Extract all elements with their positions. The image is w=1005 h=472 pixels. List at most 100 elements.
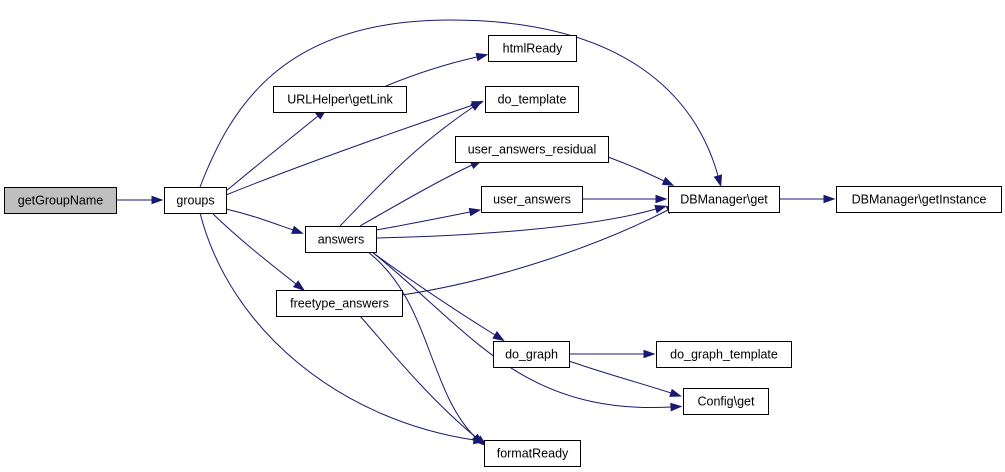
edge-user_answers_residual-to-DBManager_get bbox=[607, 156, 675, 186]
edge-arrowhead bbox=[823, 194, 836, 204]
edge-line bbox=[371, 251, 672, 409]
node-getgroupname[interactable]: getGroupName bbox=[4, 187, 117, 214]
edge-arrowhead bbox=[470, 100, 483, 111]
node-do-graph-template[interactable]: do_graph_template bbox=[656, 341, 792, 368]
edges-layer bbox=[116, 19, 836, 447]
edge-line bbox=[359, 164, 473, 227]
node-do-template[interactable]: do_template bbox=[485, 86, 579, 113]
node-box[interactable] bbox=[836, 186, 1002, 213]
edge-arrowhead bbox=[643, 349, 656, 359]
edge-line bbox=[199, 19, 719, 188]
edge-line bbox=[371, 251, 496, 336]
edge-do_graph-to-Config_get bbox=[568, 360, 682, 397]
edge-answers-to-user_answers bbox=[375, 207, 482, 231]
node-box[interactable] bbox=[305, 226, 377, 253]
edge-arrowhead bbox=[713, 174, 723, 188]
node-do-graph[interactable]: do_graph bbox=[493, 341, 570, 368]
edge-answers-to-do_template bbox=[339, 100, 483, 227]
node-answers[interactable]: answers bbox=[305, 226, 377, 253]
edge-answers-to-user_answers_residual bbox=[359, 160, 483, 227]
edge-do_graph-to-do_graph_template bbox=[569, 349, 656, 359]
edge-line bbox=[225, 208, 294, 231]
edge-arrowhead bbox=[475, 52, 489, 62]
edge-answers-to-Config_get bbox=[371, 251, 683, 412]
node-box[interactable] bbox=[4, 187, 117, 214]
node-box[interactable] bbox=[488, 35, 577, 62]
node-box[interactable] bbox=[485, 86, 579, 113]
edge-groups-to-do_template bbox=[225, 101, 484, 196]
edge-line bbox=[211, 212, 297, 285]
edge-arrowhead bbox=[468, 207, 482, 217]
node-label: user_answers_residual bbox=[468, 142, 597, 156]
edge-arrowhead bbox=[474, 435, 487, 447]
node-box[interactable] bbox=[668, 186, 780, 213]
node-config-get[interactable]: Config\get bbox=[683, 388, 769, 415]
node-box[interactable] bbox=[683, 388, 769, 415]
node-label: groups bbox=[176, 193, 214, 207]
edge-line bbox=[359, 315, 479, 440]
node-user-answers-residual[interactable]: user_answers_residual bbox=[455, 136, 609, 163]
edge-freetype_answers-to-DBManager_get bbox=[401, 204, 679, 296]
node-freetype-answers[interactable]: freetype_answers bbox=[276, 290, 403, 317]
edge-answers-to-do_graph bbox=[371, 251, 505, 342]
edge-arrowhead bbox=[655, 194, 668, 204]
edge-groups-to-DBManager_get bbox=[199, 19, 723, 188]
node-label: do_template bbox=[498, 92, 567, 106]
node-label: DBManager\getInstance bbox=[852, 192, 987, 206]
node-label: user_answers bbox=[493, 192, 571, 206]
edge-line bbox=[367, 251, 476, 438]
edge-arrowhead bbox=[654, 204, 668, 214]
edge-getGroupName-to-groups bbox=[116, 195, 164, 205]
edge-line bbox=[385, 56, 478, 87]
node-box[interactable] bbox=[164, 187, 227, 214]
node-box[interactable] bbox=[484, 440, 581, 467]
edge-DBManager_get-to-DBManager_getInstance bbox=[779, 194, 836, 204]
node-label: do_graph bbox=[505, 347, 558, 361]
node-box[interactable] bbox=[455, 136, 609, 163]
edge-arrowhead bbox=[492, 331, 505, 342]
edge-line bbox=[607, 156, 665, 182]
edge-line bbox=[568, 360, 672, 394]
edge-arrowhead bbox=[669, 388, 682, 397]
node-label: DBManager\get bbox=[680, 192, 768, 206]
edge-line bbox=[225, 115, 319, 192]
edge-arrowhead bbox=[291, 225, 304, 234]
edge-groups-to-URLHelper_getLink bbox=[225, 108, 327, 192]
edge-arrowhead bbox=[661, 176, 675, 186]
edge-answers-to-DBManager_get bbox=[375, 204, 668, 239]
edge-groups-to-answers bbox=[225, 208, 304, 234]
edge-user_answers-to-DBManager_get bbox=[582, 194, 668, 204]
edge-line bbox=[375, 211, 471, 231]
node-label: getGroupName bbox=[18, 193, 104, 207]
edge-arrowhead bbox=[292, 280, 306, 292]
node-box[interactable] bbox=[656, 341, 792, 368]
node-label: formatReady bbox=[497, 446, 569, 460]
edge-freetype_answers-to-formatReady bbox=[359, 315, 487, 447]
node-box[interactable] bbox=[481, 186, 583, 213]
node-label: answers bbox=[318, 232, 365, 246]
node-urlhelper-getlink[interactable]: URLHelper\getLink bbox=[273, 86, 407, 113]
node-box[interactable] bbox=[273, 86, 407, 113]
node-label: do_graph_template bbox=[670, 347, 778, 361]
edge-line bbox=[339, 106, 474, 227]
node-groups[interactable]: groups bbox=[164, 187, 227, 214]
node-dbmanager-get[interactable]: DBManager\get bbox=[668, 186, 780, 213]
node-dbmanager-getinstance[interactable]: DBManager\getInstance bbox=[836, 186, 1002, 213]
node-box[interactable] bbox=[493, 341, 570, 368]
node-formatready[interactable]: formatReady bbox=[484, 440, 581, 467]
edge-arrowhead bbox=[670, 402, 683, 412]
edge-line bbox=[199, 212, 475, 441]
node-label: htmlReady bbox=[503, 41, 563, 55]
node-label: Config\get bbox=[698, 394, 756, 408]
node-label: URLHelper\getLink bbox=[287, 92, 393, 106]
node-label: freetype_answers bbox=[290, 296, 389, 310]
node-user-answers[interactable]: user_answers bbox=[481, 186, 583, 213]
edge-URLHelper_getLink-to-htmlReady bbox=[385, 52, 489, 87]
edge-groups-to-freetype_answers bbox=[211, 212, 306, 292]
node-box[interactable] bbox=[276, 290, 403, 317]
node-htmlready[interactable]: htmlReady bbox=[488, 35, 577, 62]
edge-line bbox=[375, 208, 657, 239]
edge-arrowhead bbox=[151, 195, 164, 205]
